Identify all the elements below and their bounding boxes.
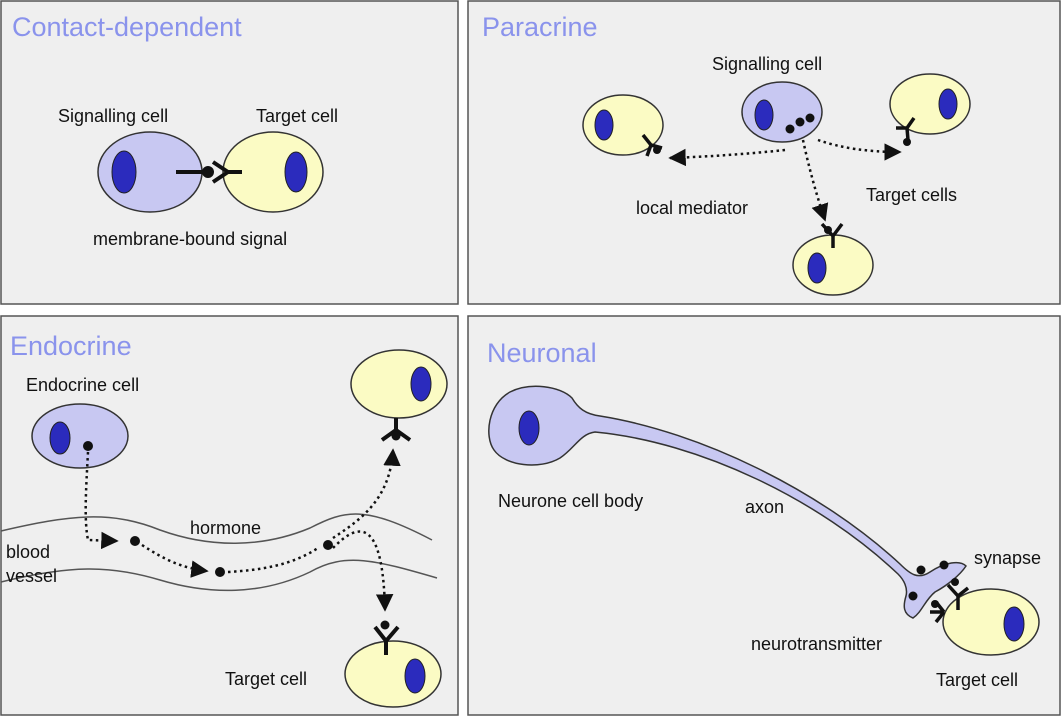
receptor-icon (380, 418, 412, 442)
target-cell-label: Target cell (936, 670, 1018, 690)
receptor-icon (896, 116, 916, 146)
nucleus (754, 99, 774, 131)
signalling-cell (741, 81, 823, 143)
hormone-path-arrows (84, 448, 401, 612)
signalling-cell-label: Signalling cell (58, 106, 168, 126)
nucleus (111, 150, 137, 194)
nucleus (284, 151, 308, 193)
panel-paracrine: Paracrine Signalling cell (467, 0, 1061, 305)
panel-title: Paracrine (482, 12, 598, 42)
target-cell-label: Target cell (225, 669, 307, 689)
membrane-bound-signal (176, 166, 214, 178)
nucleus (404, 658, 426, 694)
synapse-label: synapse (974, 548, 1041, 568)
nucleus (594, 109, 614, 141)
blood-label: blood (6, 542, 50, 562)
target-cell-label: Target cell (256, 106, 338, 126)
neurone-cell-body-label: Neurone cell body (498, 491, 643, 511)
hormone-molecule (83, 441, 93, 451)
target-cell (889, 73, 971, 135)
mediator-molecules (785, 113, 815, 134)
nucleus (807, 252, 827, 284)
neurotransmitter-vesicles (908, 560, 949, 601)
receptor-icon (820, 222, 844, 248)
signalling-cell-label: Signalling cell (712, 54, 822, 74)
nucleus (518, 410, 540, 446)
panel-title: Endocrine (10, 331, 132, 361)
blood-vessel (0, 513, 438, 592)
panel-title: Contact-dependent (12, 12, 242, 42)
receptor-icon (641, 133, 663, 157)
panel-title: Neuronal (487, 338, 597, 368)
nucleus (1003, 606, 1025, 642)
hormone-molecules (130, 536, 333, 577)
hormone-label: hormone (190, 518, 261, 538)
nucleus (410, 366, 432, 402)
panel-contact-dependent: Contact-dependent Signalling cell Target… (0, 0, 459, 305)
target-cell (350, 349, 448, 419)
panel-neuronal: Neuronal Neurone cell body axon synapse … (467, 315, 1061, 716)
axon-label: axon (745, 497, 784, 517)
nucleus (938, 88, 958, 120)
target-cell (344, 640, 442, 708)
local-mediator-label: local mediator (636, 198, 748, 218)
receptor-icon (373, 620, 400, 655)
panel-frame (467, 0, 1061, 305)
target-cells-label: Target cells (866, 185, 957, 205)
vessel-label: vessel (6, 566, 57, 586)
neurotransmitter-molecules (931, 578, 959, 608)
panel-endocrine: Endocrine Endocrine cell hormone blood v… (0, 315, 459, 716)
endocrine-cell-label: Endocrine cell (26, 375, 139, 395)
nucleus (49, 421, 71, 455)
receptor-icon (211, 160, 242, 184)
endocrine-cell (31, 403, 129, 469)
diffusion-arrows (668, 138, 902, 222)
membrane-bound-signal-label: membrane-bound signal (93, 229, 287, 249)
neurone (488, 385, 967, 619)
neurotransmitter-label: neurotransmitter (751, 634, 882, 654)
